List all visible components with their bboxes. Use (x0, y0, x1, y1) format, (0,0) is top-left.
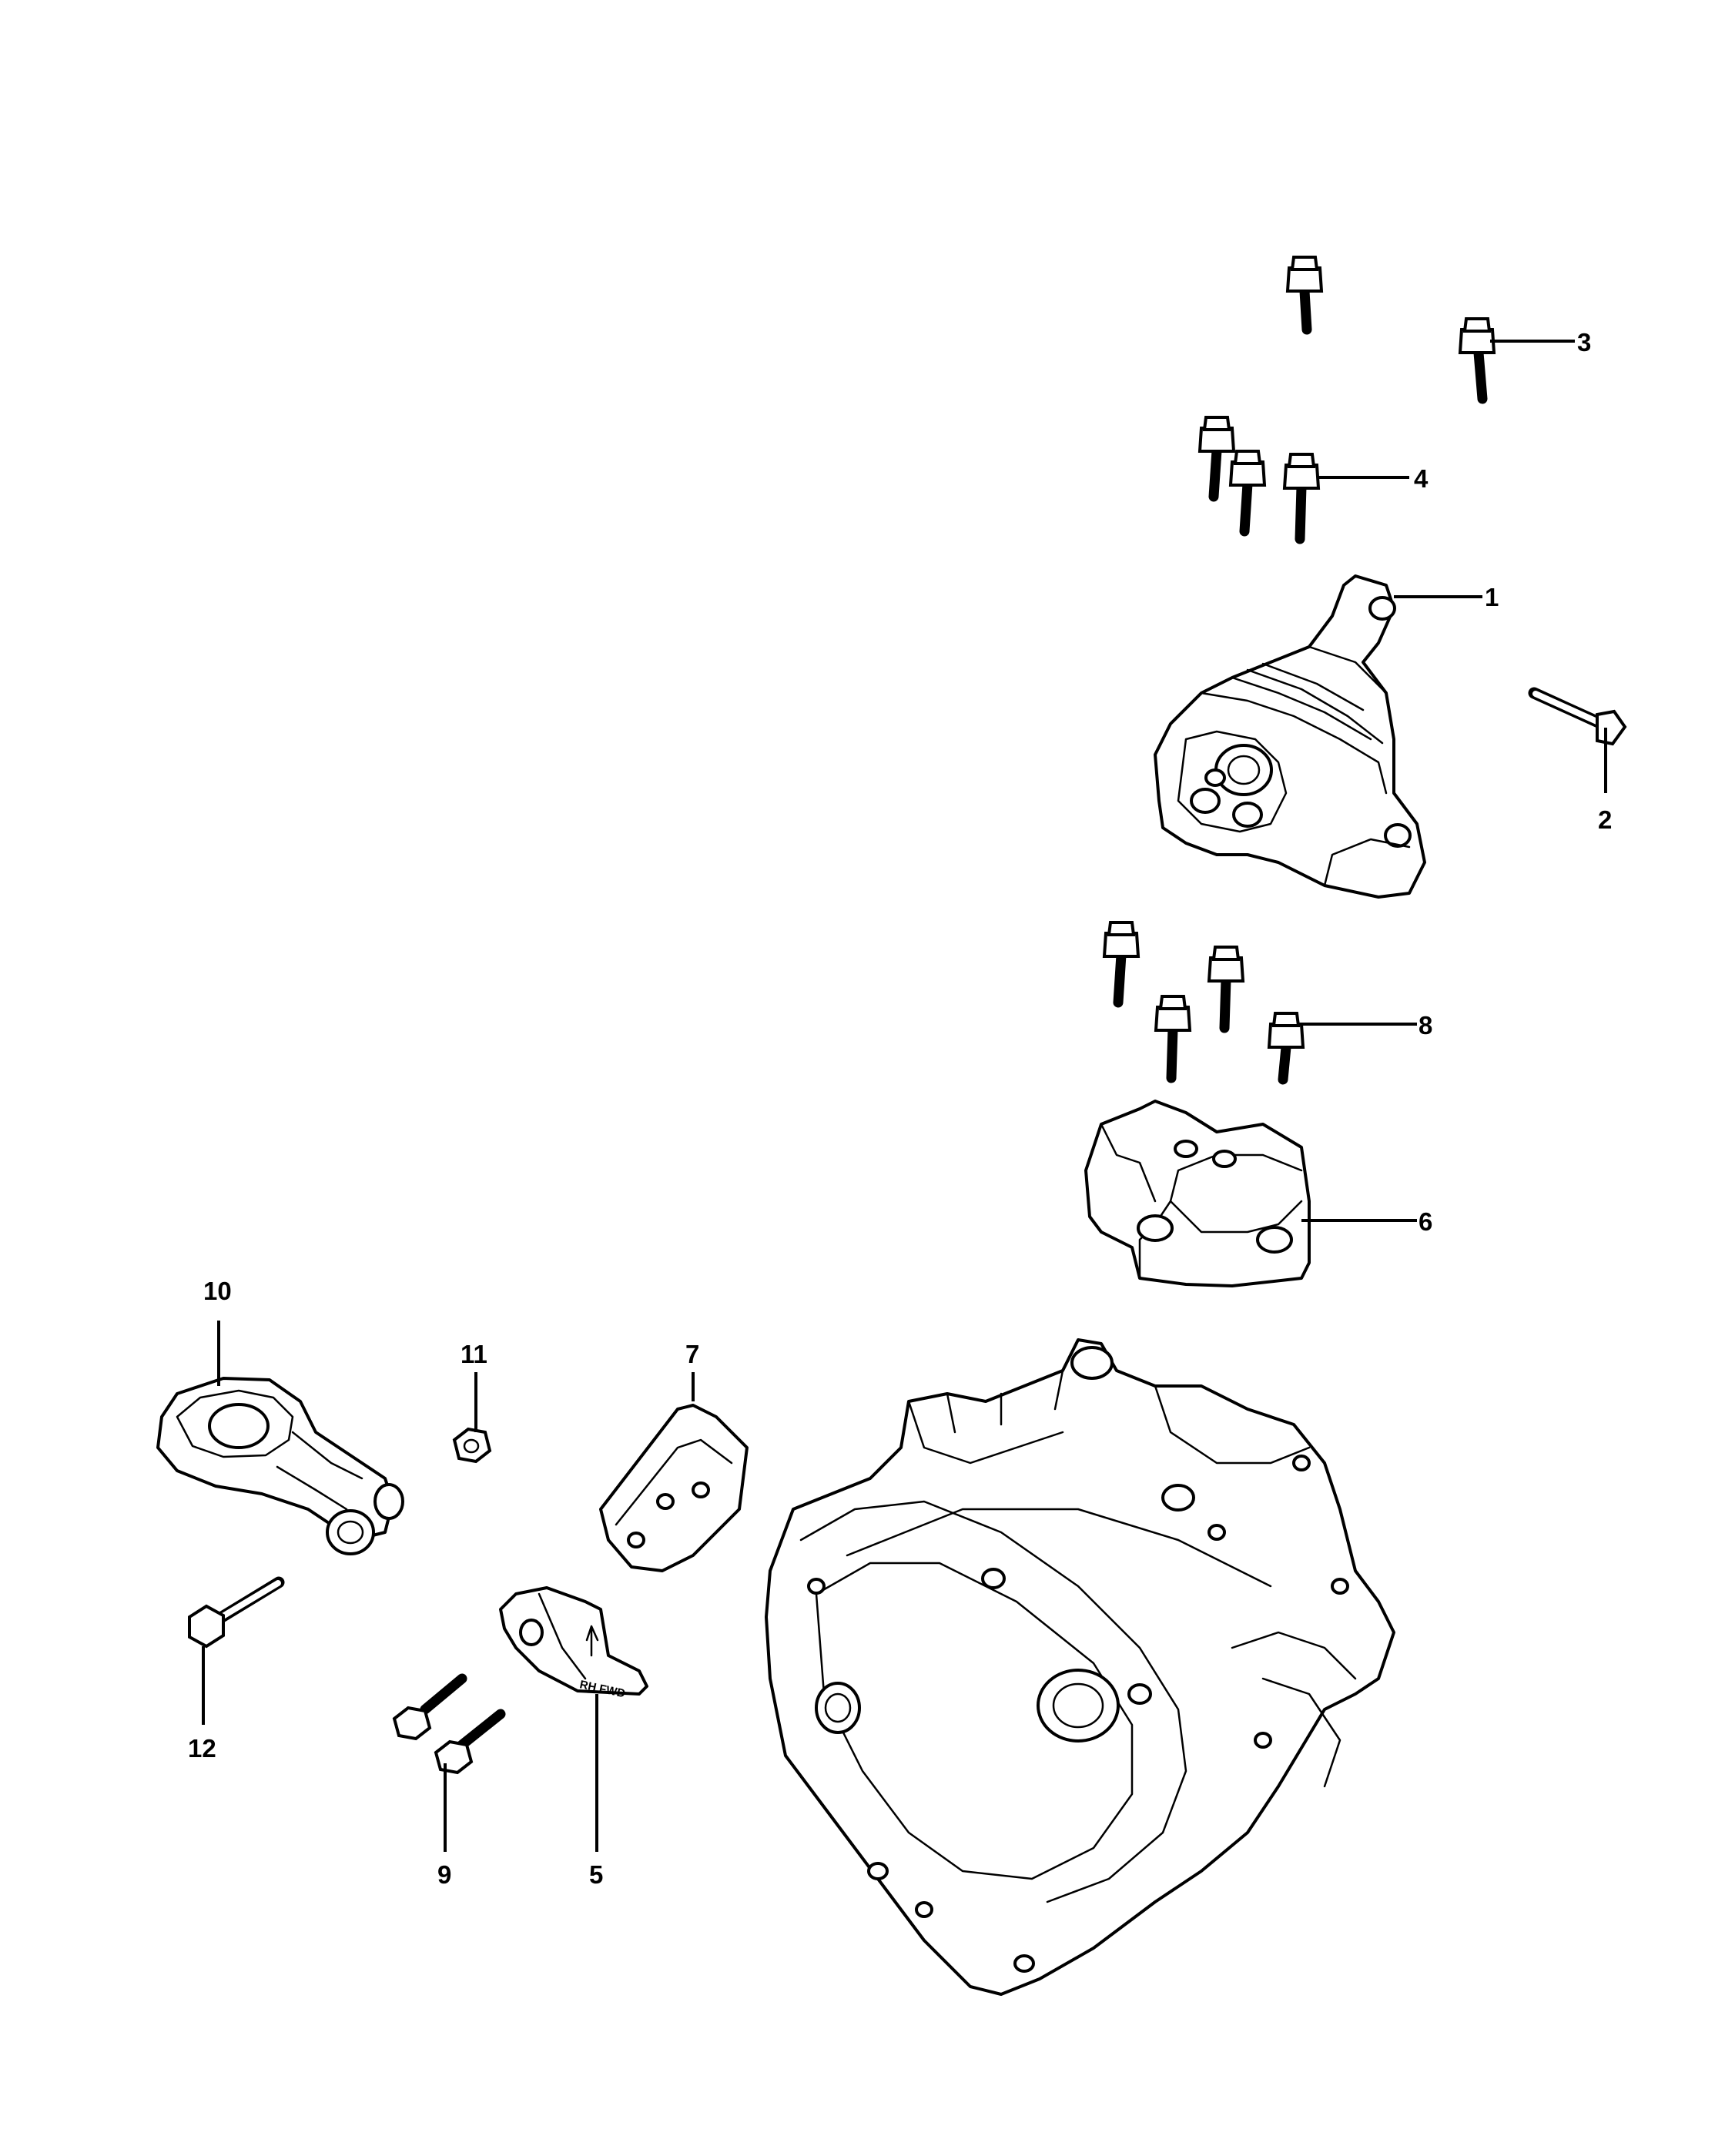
callout-5: 5 (589, 1860, 603, 1889)
callout-7: 7 (685, 1340, 699, 1368)
bolt-8c (1154, 995, 1192, 1083)
callout-3: 3 (1577, 328, 1591, 357)
callout-9: 9 (437, 1860, 451, 1889)
bolts-8-group (1102, 921, 1305, 1085)
callout-4: 4 (1414, 464, 1429, 493)
bolt-4b (1228, 450, 1267, 537)
bolts-4-group (1197, 416, 1321, 544)
mount-bracket-6 (1084, 1100, 1311, 1287)
engine-mount-1 (1154, 574, 1426, 899)
bolts-9-group (392, 1673, 506, 1775)
callout-10: 10 (203, 1277, 232, 1305)
callout-2: 2 (1598, 805, 1612, 834)
upper-bolt-unlabeled (1285, 256, 1324, 335)
transmission-assembly (765, 1338, 1395, 1996)
nut-11 (452, 1427, 492, 1464)
callout-12: 12 (188, 1734, 216, 1763)
bolt-8d (1267, 1012, 1305, 1085)
callout-labels: 1 2 3 4 5 6 7 8 9 10 11 12 (188, 328, 1612, 1889)
callout-1: 1 (1485, 583, 1499, 611)
bracket-7 (599, 1404, 749, 1572)
callout-11: 11 (461, 1340, 487, 1368)
bolt-4a (1197, 416, 1236, 502)
callout-8: 8 (1419, 1011, 1432, 1040)
bolt-8b (1207, 946, 1245, 1033)
bolt-4c (1282, 453, 1321, 544)
bolt-2 (1528, 687, 1627, 746)
bolt-3 (1458, 317, 1496, 404)
bolt-9a (392, 1673, 467, 1741)
callout-6: 6 (1419, 1207, 1432, 1236)
bracket-5: RH FWD (499, 1586, 648, 1700)
leader-lines (202, 340, 1607, 1852)
bolt-12 (188, 1576, 285, 1649)
bolt-8a (1102, 921, 1141, 1008)
torque-strut-10 (156, 1377, 404, 1555)
